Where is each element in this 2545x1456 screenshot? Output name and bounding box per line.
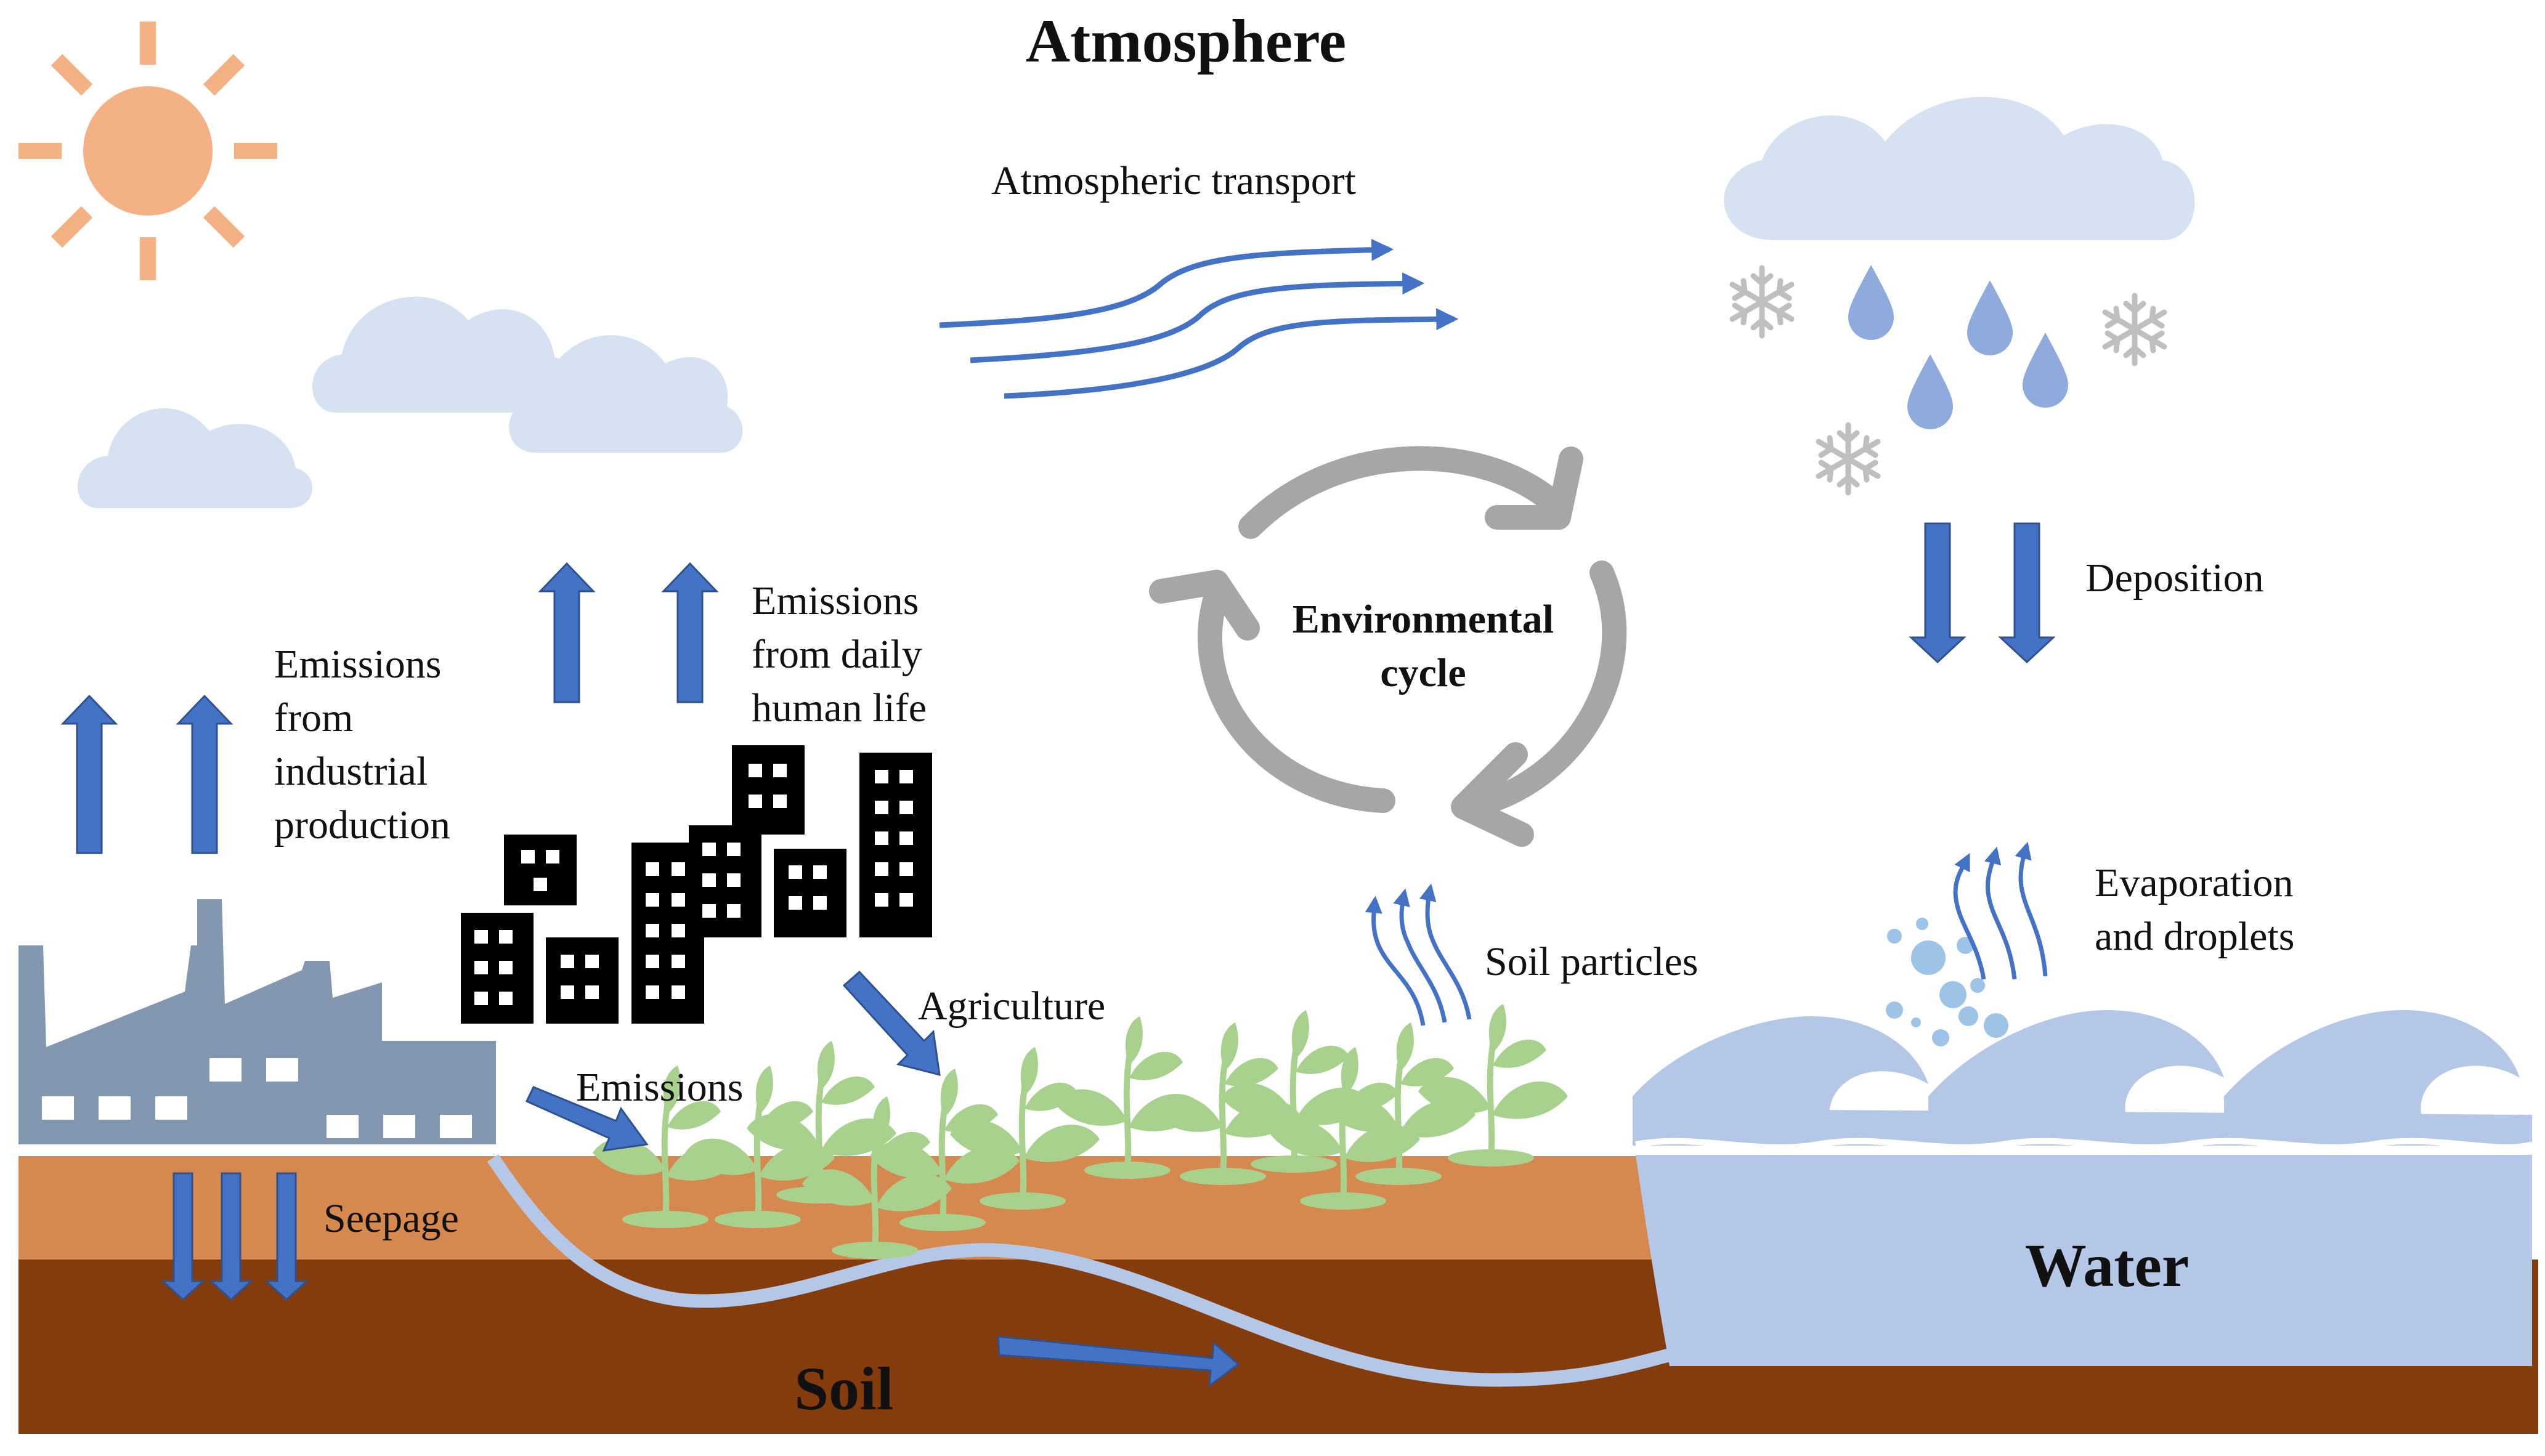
seepage-arrows <box>160 1172 309 1301</box>
city-buildings-icon <box>461 745 932 1024</box>
cloud-icon <box>312 296 575 413</box>
emissions-daily-life-label: Emissions from daily human life <box>752 578 927 730</box>
deposition-label: Deposition <box>2085 556 2264 601</box>
factory-icon <box>18 899 496 1144</box>
sun-icon <box>18 22 277 280</box>
atmosphere-title: Atmosphere <box>1025 7 1347 75</box>
snowflake-icon <box>2105 296 2164 363</box>
soil-particles-arrows <box>1365 883 1472 1026</box>
agriculture-arrow <box>842 970 941 1077</box>
soil-title: Soil <box>794 1354 894 1423</box>
cloud-icon <box>1724 97 2195 240</box>
deposition-arrows <box>1909 522 2056 664</box>
atmospheric-transport-label: Atmospheric transport <box>991 158 1357 203</box>
evaporation-arrows <box>1953 841 2048 980</box>
snowflake-icon <box>1819 425 1878 493</box>
daily-life-emission-arrows <box>538 562 719 703</box>
water-body <box>1633 918 2533 1366</box>
soil-particles-label: Soil particles <box>1485 939 1699 984</box>
cycle-arrows-icon <box>1149 446 1627 847</box>
environmental-cycle-label: Environmental cycle <box>1292 597 1554 695</box>
evaporation-label: Evaporation and droplets <box>2095 860 2295 959</box>
bubble-icon <box>1886 918 2008 1046</box>
snowflake-icon <box>1732 268 1792 336</box>
raindrop-icon <box>1848 265 2068 429</box>
plant-icon <box>1418 1004 1568 1167</box>
atmospheric-transport-arrows <box>939 238 1459 399</box>
underground-flow-channel <box>487 1154 1671 1387</box>
emissions-arrow <box>525 1086 649 1152</box>
cloud-icon <box>77 408 313 508</box>
industrial-emission-arrows <box>60 694 233 854</box>
emissions-label: Emissions <box>576 1065 744 1110</box>
emissions-industrial-label: Emissions from industrial production <box>274 642 450 847</box>
water-title: Water <box>2024 1231 2190 1300</box>
groundwater-flow-arrow <box>997 1335 1240 1388</box>
agriculture-label: Agriculture <box>918 984 1106 1029</box>
wave-icon <box>1633 1010 2532 1146</box>
seepage-label: Seepage <box>323 1196 459 1241</box>
cloud-icon <box>509 335 743 453</box>
